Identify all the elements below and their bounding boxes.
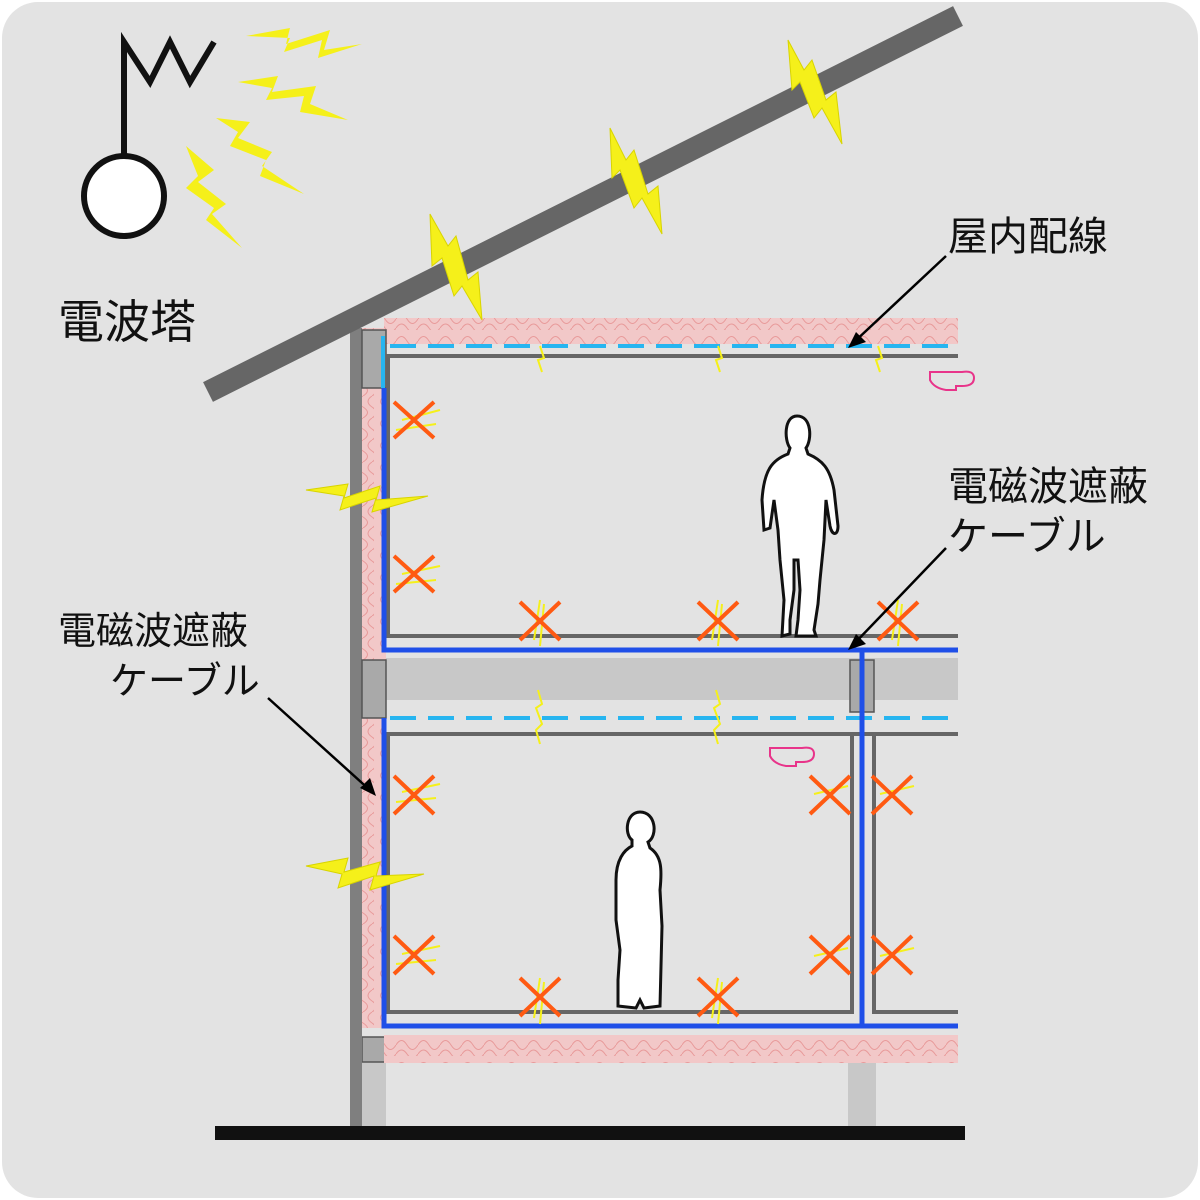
radio-tower-icon	[81, 31, 217, 239]
shield-cable	[381, 388, 958, 1029]
interior-walls	[386, 354, 958, 1014]
shield-cable-right-label-line1: 電磁波遮蔽	[948, 464, 1148, 510]
leader-lines	[267, 255, 947, 796]
floor-insulation	[384, 1035, 958, 1063]
pointing-hand-icon	[769, 370, 976, 767]
person-silhouette-icon	[760, 414, 840, 638]
blocked-x-icon	[392, 400, 920, 1025]
indoor-wiring-label: 屋内配線	[948, 214, 1108, 260]
roof	[203, 6, 963, 402]
shield-cable-left-label-line1: 電磁波遮蔽	[58, 609, 248, 653]
shield-cable-right-label-line2: ケーブル	[948, 514, 1106, 560]
person-silhouette-icon-lower	[614, 810, 664, 1010]
lightning-wave-icon	[186, 28, 362, 248]
ground-line	[215, 1126, 965, 1140]
tower-label: 電波塔	[58, 295, 196, 349]
small-lightning	[534, 345, 884, 745]
shield-cable-left-label-line2: ケーブル	[110, 659, 260, 703]
roof-lightning	[429, 39, 843, 321]
wall-lightning	[305, 483, 429, 891]
ceiling-insulation	[384, 318, 958, 344]
exterior-wall	[350, 328, 386, 1126]
